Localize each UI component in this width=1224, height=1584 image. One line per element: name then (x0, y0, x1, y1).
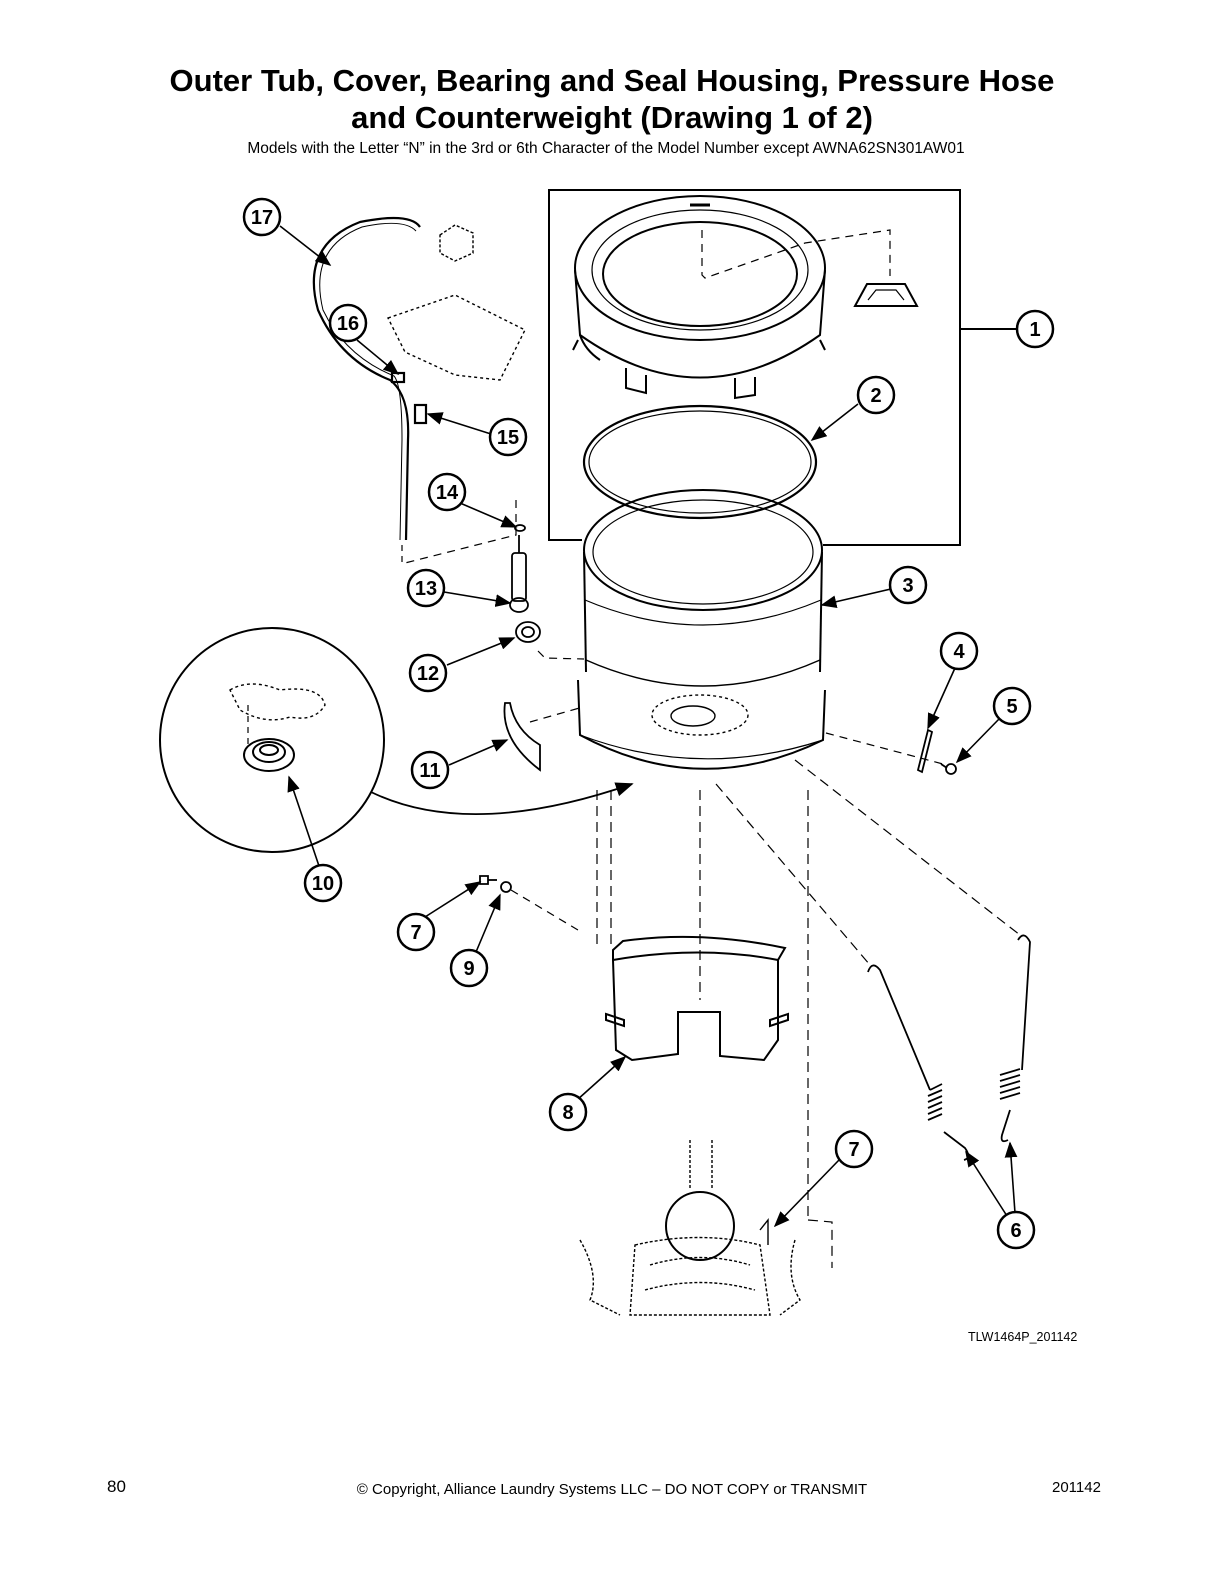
tub-cover-part (572, 195, 919, 400)
callout-2: 2 (856, 375, 896, 415)
callout-1: 1 (1015, 309, 1055, 349)
callout-label: 7 (848, 1139, 859, 1161)
callout-label: 17 (251, 207, 273, 229)
copyright-notice: © Copyright, Alliance Laundry Systems LL… (356, 1481, 868, 1498)
counterweight-part (605, 935, 789, 1062)
callout-label: 1 (1029, 319, 1040, 341)
bracket-and-screw-parts (825, 728, 957, 775)
page-title: Outer Tub, Cover, Bearing and Seal Housi… (0, 62, 1224, 136)
callout-label: 6 (1010, 1220, 1021, 1242)
alignment-lines (596, 759, 1021, 1268)
callout-6: 6 (996, 1210, 1036, 1250)
seal-ring-part (582, 404, 818, 520)
document-code: 201142 (1052, 1479, 1101, 1496)
callout-12: 12 (408, 653, 448, 693)
callout-9: 9 (449, 948, 489, 988)
callout-7b: 7 (834, 1129, 874, 1169)
callout-label: 16 (337, 313, 359, 335)
callout-label: 3 (902, 575, 913, 597)
callout-label: 2 (870, 385, 881, 407)
outer-tub-part (577, 489, 826, 770)
callout-label: 9 (463, 958, 474, 980)
callout-label: 5 (1006, 696, 1017, 718)
leader-lines (279, 225, 1018, 1228)
callout-label: 11 (419, 760, 440, 782)
parts-group-bracket (548, 189, 1017, 546)
callout-11: 11 (410, 750, 450, 790)
page-subtitle: Models with the Letter “N” in the 3rd or… (247, 140, 965, 157)
callout-label: 4 (953, 641, 965, 663)
callout-label: 15 (497, 427, 519, 449)
spring-parts (867, 934, 1031, 1161)
callout-16: 16 (328, 303, 368, 343)
callout-5: 5 (992, 686, 1032, 726)
page-number: 80 (107, 1477, 126, 1496)
shield-part (503, 702, 584, 772)
detail-circle-10 (159, 627, 634, 853)
callout-14: 14 (427, 472, 467, 512)
callout-4: 4 (939, 631, 979, 671)
drawing-reference: TLW1464P_201142 (968, 1330, 1078, 1344)
callout-label: 10 (312, 873, 334, 895)
callout-3: 3 (888, 565, 928, 605)
callout-15: 15 (488, 417, 528, 457)
title-line-1: Outer Tub, Cover, Bearing and Seal Housi… (169, 63, 1055, 98)
callout-13: 13 (406, 568, 446, 608)
callout-label: 7 (410, 922, 421, 944)
callout-label: 12 (417, 663, 439, 685)
callout-10: 10 (303, 863, 343, 903)
callout-7a: 7 (396, 912, 436, 952)
callout-label: 13 (415, 578, 437, 600)
base-assembly (579, 1140, 801, 1316)
callout-label: 8 (562, 1102, 573, 1124)
callout-8: 8 (548, 1092, 588, 1132)
pressure-hose-part (312, 216, 526, 565)
callout-label: 14 (436, 482, 459, 504)
title-line-2: and Counterweight (Drawing 1 of 2) (351, 100, 873, 135)
callout-17: 17 (242, 197, 282, 237)
